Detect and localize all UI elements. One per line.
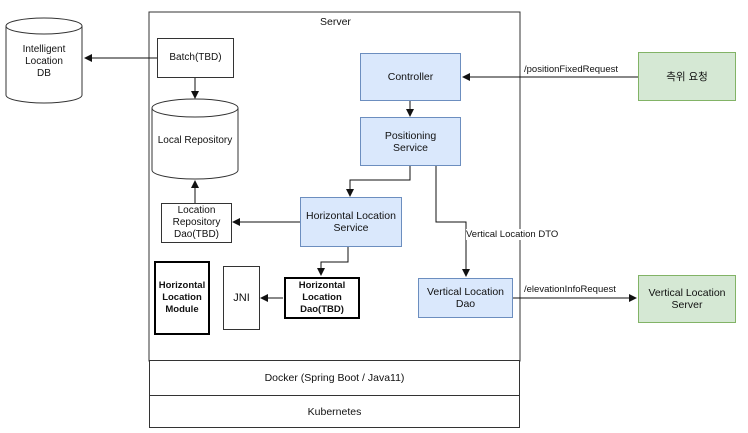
controller-box[interactable]: Controller [360,53,461,101]
local-repository-cylinder [151,98,239,180]
position-fixed-request-label: /positionFixedRequest [524,64,618,75]
horizontal-location-dao-box[interactable]: Horizontal Location Dao(TBD) [284,277,360,319]
vertical-location-server-box[interactable]: Vertical Location Server [638,275,736,323]
elevation-info-request-label: /elevationInfoRequest [524,284,616,295]
intelligent-db-cylinder [5,17,83,104]
local-repository-label: Local Repository [157,135,233,146]
positioning-service-box[interactable]: Positioning Service [360,117,461,166]
intelligent-db-label: Intelligent Location DB [22,44,66,79]
vertical-location-dto-label: Vertical Location DTO [466,229,559,240]
edge-horizontal-service-to-horizontal-dao [317,247,349,276]
kubernetes-band: Kubernetes [149,395,520,428]
horizontal-location-module-box[interactable]: Horizontal Location Module [154,261,210,335]
batch-box[interactable]: Batch(TBD) [157,38,234,78]
jni-box[interactable]: JNI [223,266,260,330]
horizontal-location-service-box[interactable]: Horizontal Location Service [300,197,402,247]
positioning-request-box[interactable]: 측위 요청 [638,52,736,101]
edge-positioning-service-to-horizontal-service [346,166,411,197]
location-repository-dao-box[interactable]: Location Repository Dao(TBD) [161,203,232,243]
docker-band: Docker (Spring Boot / Java11) [149,360,520,396]
vertical-location-dao-box[interactable]: Vertical Location Dao [418,278,513,318]
edge-positioning-service-to-vertical-dao [435,166,470,277]
server-title: Server [320,16,351,28]
